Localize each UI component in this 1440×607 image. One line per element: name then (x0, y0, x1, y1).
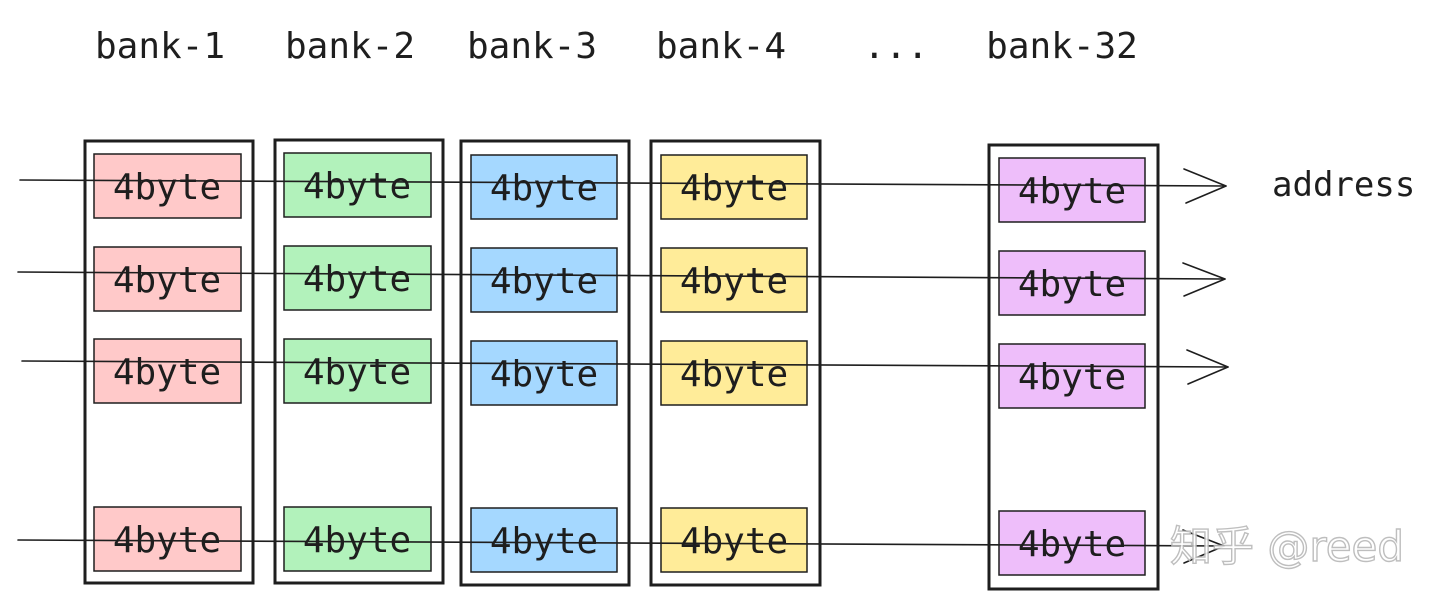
cell-label: 4byte (1018, 171, 1126, 212)
bank-label-3: bank-3 (467, 26, 597, 67)
cell-box (93, 506, 242, 572)
cell-label: 4byte (113, 167, 221, 208)
cell-box (470, 154, 618, 220)
cell-label: 4byte (490, 521, 598, 562)
bank-label-4: bank-4 (656, 26, 786, 67)
cell-label: 4byte (490, 168, 598, 209)
arrow-head (1182, 262, 1226, 297)
watermark-text: 知乎 @reed (1170, 522, 1404, 571)
cell-label: 4byte (303, 166, 411, 207)
cell-box (93, 246, 242, 312)
cell-label: 4byte (680, 354, 788, 395)
cell-box (283, 506, 432, 572)
address-arrow-row-3 (21, 349, 1229, 385)
address-arrows (17, 168, 1229, 564)
cell-label: 4byte (680, 261, 788, 302)
bank-label-32: bank-32 (986, 26, 1138, 67)
cell-box (93, 338, 242, 404)
cell-box (660, 247, 808, 313)
cell-box (998, 343, 1146, 409)
cell-box (660, 154, 808, 220)
bank-headers: bank-1 bank-2 bank-3 bank-4 ... bank-32 (95, 26, 1138, 67)
cell-label: 4byte (490, 354, 598, 395)
arrow-head (1186, 349, 1229, 385)
cell-box (660, 340, 808, 406)
bank-frame (649, 139, 822, 587)
cell-label: 4byte (1018, 264, 1126, 305)
arrow-line (21, 360, 1229, 368)
arrow-line (17, 271, 1226, 280)
cell-box (470, 247, 618, 313)
cell-box (93, 153, 242, 219)
arrow-head (1182, 529, 1225, 564)
cell-label: 4byte (303, 352, 411, 393)
bank-column-4: 4byte 4byte 4byte 4byte (649, 139, 822, 587)
cell-box (660, 507, 808, 573)
cell-box (283, 245, 432, 311)
bank-label-2: bank-2 (285, 26, 415, 67)
cell-label: 4byte (680, 521, 788, 562)
cell-label: 4byte (490, 261, 598, 302)
cell-label: 4byte (113, 352, 221, 393)
bank-column-1: 4byte 4byte 4byte 4byte (83, 139, 255, 585)
cell-label: 4byte (1018, 357, 1126, 398)
bank-column-32: 4byte 4byte 4byte 4byte (987, 143, 1160, 591)
address-arrow-row-4 (17, 529, 1225, 564)
cell-box (998, 510, 1146, 576)
cell-label: 4byte (303, 259, 411, 300)
cell-box (283, 338, 432, 404)
cell-box (283, 152, 432, 218)
bank-column-2: 4byte 4byte 4byte 4byte (273, 138, 445, 585)
cell-box (470, 340, 618, 406)
bank-ellipsis: ... (863, 26, 928, 67)
address-arrow-row-2 (17, 262, 1226, 297)
arrow-line (17, 539, 1225, 547)
cell-label: 4byte (680, 168, 788, 209)
address-arrow-row-1 (19, 168, 1227, 204)
cell-label: 4byte (113, 260, 221, 301)
cell-box (998, 250, 1146, 316)
cell-box (998, 157, 1146, 223)
bank-column-3: 4byte 4byte 4byte 4byte (459, 139, 631, 587)
bank-label-1: bank-1 (95, 26, 225, 67)
arrow-head (1183, 168, 1227, 204)
arrow-line (19, 179, 1227, 187)
address-label: address (1272, 165, 1415, 205)
cell-label: 4byte (303, 520, 411, 561)
cell-box (470, 507, 618, 573)
